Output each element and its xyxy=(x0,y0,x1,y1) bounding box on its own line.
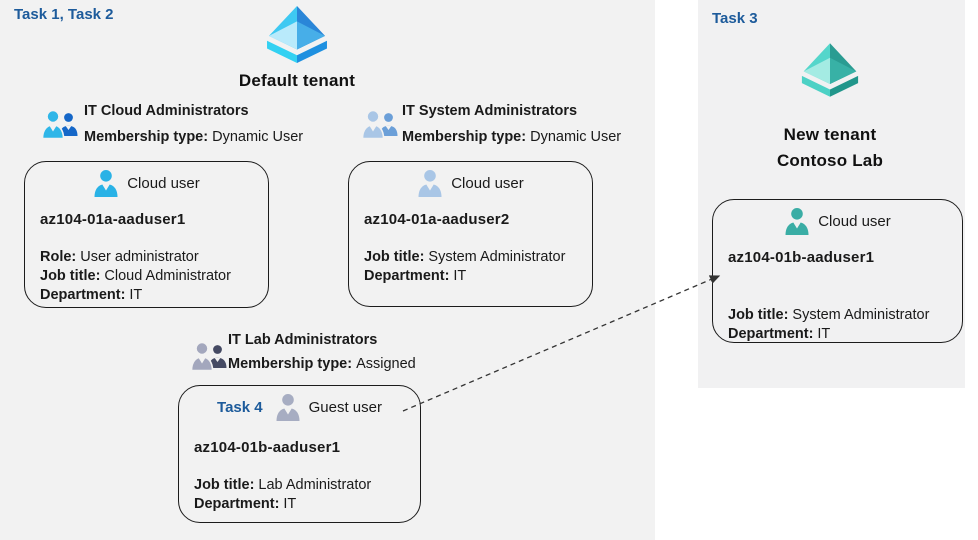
field-role: Role:User administrator xyxy=(40,248,268,267)
group-icon-lab-admins xyxy=(191,341,227,372)
field-value: Cloud Administrator xyxy=(104,268,231,284)
field-label: Job title: xyxy=(364,249,425,265)
azure-ad-tenant-icon xyxy=(267,5,327,63)
group-title-lab-admins: IT Lab Administrators xyxy=(228,332,378,348)
field-label: Department: xyxy=(728,326,814,342)
membership-type-label: Membership type: xyxy=(402,129,527,145)
field-department: Department:IT xyxy=(728,325,962,344)
field-value: Lab Administrator xyxy=(258,477,372,493)
field-label: Job title: xyxy=(40,268,101,284)
new-tenant-user-card: Cloud user az104-01b-aaduser1 Job title:… xyxy=(712,199,963,343)
cloud-user-icon xyxy=(418,170,442,197)
field-value: System Administrator xyxy=(428,249,566,265)
group-title-system-admins: IT System Administrators xyxy=(402,103,578,119)
membership-type-value: Assigned xyxy=(356,356,416,372)
card-header: Cloud user xyxy=(25,168,268,198)
membership-type-value: Dynamic User xyxy=(530,129,622,145)
cloud-user-icon xyxy=(785,208,809,235)
user-name: az104-01a-aaduser1 xyxy=(40,211,186,228)
field-label: Role: xyxy=(40,249,77,265)
field-job-title: Job title:Cloud Administrator xyxy=(40,267,268,286)
user-type-label: Cloud user xyxy=(818,212,891,230)
new-tenant-title-line1: New tenant xyxy=(783,125,877,144)
user-type-label: Guest user xyxy=(308,398,382,416)
field-label: Job title: xyxy=(728,307,789,323)
default-tenant-title: Default tenant xyxy=(238,71,356,90)
user-name: az104-01b-aaduser1 xyxy=(194,439,341,456)
user-fields: Job title:Lab Administrator Department:I… xyxy=(194,476,420,514)
field-value: IT xyxy=(129,287,143,303)
field-value: IT xyxy=(817,326,831,342)
user-name: az104-01b-aaduser1 xyxy=(728,249,875,266)
group-membership-cloud-admins: Membership type:Dynamic User xyxy=(84,129,303,145)
user-card-aaduser1: Cloud user az104-01a-aaduser1 Role:User … xyxy=(24,161,269,308)
field-value: IT xyxy=(453,268,467,284)
user-fields: Job title:System Administrator Departmen… xyxy=(728,306,962,344)
membership-type-label: Membership type: xyxy=(228,356,353,372)
user-card-aaduser2: Cloud user az104-01a-aaduser2 Job title:… xyxy=(348,161,593,307)
default-tenant-region xyxy=(0,0,655,540)
guest-user-card: Task 4 Guest user az104-01b-aaduser1 Job… xyxy=(178,385,421,523)
new-tenant-title-line2: Contoso Lab xyxy=(776,151,884,170)
card-header: Cloud user xyxy=(349,168,592,198)
field-label: Department: xyxy=(364,268,450,284)
field-department: Department:IT xyxy=(364,267,592,286)
field-job-title: Job title:System Administrator xyxy=(728,306,962,325)
guest-user-icon xyxy=(276,394,300,421)
field-label: Department: xyxy=(194,496,280,512)
user-type-label: Cloud user xyxy=(451,174,524,192)
group-title-cloud-admins: IT Cloud Administrators xyxy=(84,103,249,119)
group-icon-system-admins xyxy=(362,109,398,140)
user-fields: Role:User administrator Job title:Cloud … xyxy=(40,248,268,305)
cloud-user-icon xyxy=(94,170,118,197)
group-membership-system-admins: Membership type:Dynamic User xyxy=(402,129,621,145)
field-value: System Administrator xyxy=(792,307,930,323)
field-value: IT xyxy=(283,496,297,512)
task-1-2-label: Task 1, Task 2 xyxy=(14,6,114,23)
azure-ad-new-tenant-icon xyxy=(801,43,859,97)
group-membership-lab-admins: Membership type:Assigned xyxy=(228,356,416,372)
user-name: az104-01a-aaduser2 xyxy=(364,211,510,228)
user-type-label: Cloud user xyxy=(127,174,200,192)
task-3-label: Task 3 xyxy=(712,10,758,27)
field-label: Job title: xyxy=(194,477,255,493)
field-job-title: Job title:Lab Administrator xyxy=(194,476,420,495)
task-4-label: Task 4 xyxy=(217,398,263,416)
card-header: Cloud user xyxy=(713,206,962,236)
field-job-title: Job title:System Administrator xyxy=(364,248,592,267)
membership-type-label: Membership type: xyxy=(84,129,209,145)
membership-type-value: Dynamic User xyxy=(212,129,304,145)
group-icon-cloud-admins xyxy=(42,109,78,140)
field-label: Department: xyxy=(40,287,126,303)
user-fields: Job title:System Administrator Departmen… xyxy=(364,248,592,286)
field-department: Department:IT xyxy=(194,495,420,514)
card-header: Task 4 Guest user xyxy=(179,392,420,422)
field-value: User administrator xyxy=(80,249,199,265)
field-department: Department:IT xyxy=(40,286,268,305)
